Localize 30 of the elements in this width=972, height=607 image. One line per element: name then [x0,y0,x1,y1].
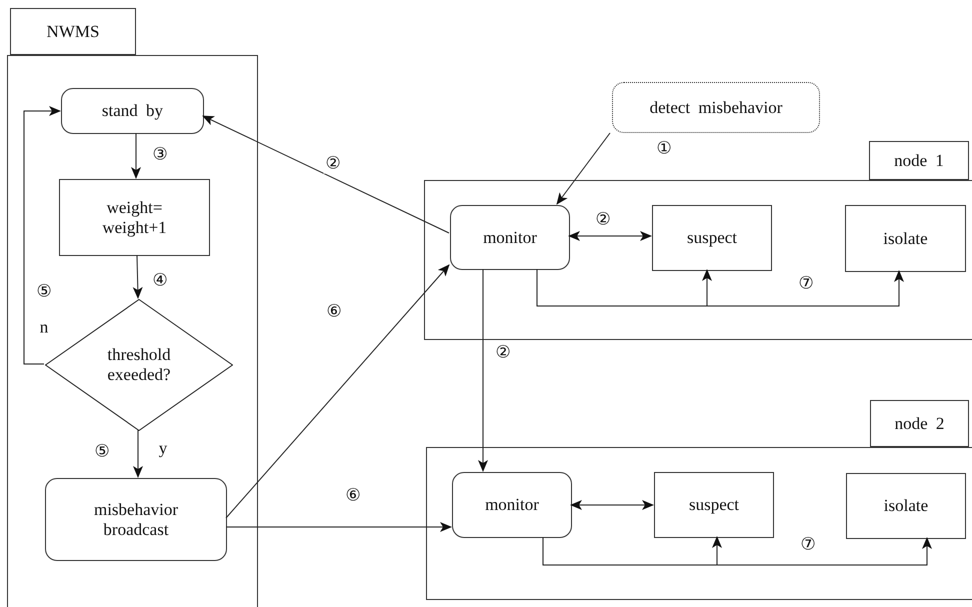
process-box: isolate [845,205,966,272]
arrow [570,500,654,510]
rounded-box: monitor [452,472,572,538]
process-box: suspect [654,472,774,538]
rounded-box: monitor [450,205,570,270]
panel-title: node 2 [870,400,969,447]
process-box: suspect [652,205,772,271]
process-box: isolate [846,473,966,539]
arrow [226,522,452,532]
dotted-box: detect misbehavior [612,82,820,133]
process-box: weight= weight+1 [59,179,210,256]
arrow [478,268,488,472]
arrow [131,132,141,179]
panel [424,180,972,340]
panel [426,447,972,600]
arrow [568,231,652,241]
panel-title: node 1 [869,141,969,180]
panel [7,55,258,607]
arrow [542,536,932,566]
arrow [556,132,610,205]
arrow [24,106,61,364]
edge-label: ② [324,154,342,174]
arrow [132,254,143,299]
rounded-box: stand by [61,88,204,134]
arrow [133,430,143,478]
panel-title: NWMS [10,8,136,55]
rounded-box: misbehavior broadcast [45,478,227,561]
arrow [536,268,904,306]
arrow [226,264,450,518]
arrow [202,116,450,234]
